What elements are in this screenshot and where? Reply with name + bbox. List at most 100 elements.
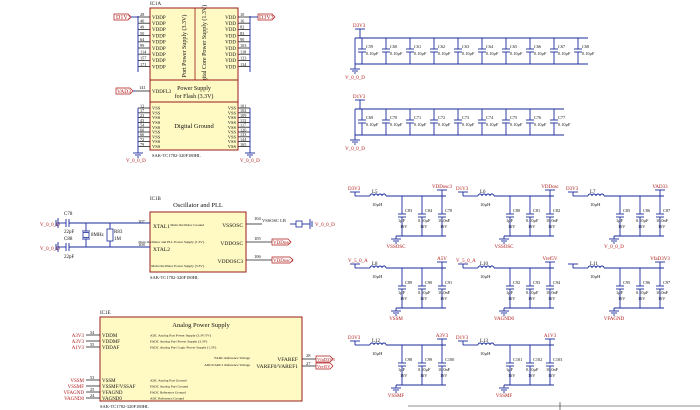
cap-ref: C92 xyxy=(513,280,520,285)
cap-rating: 16V xyxy=(508,373,516,378)
cap-value: 0.10µF xyxy=(510,51,523,56)
ic1a-flash-block: Power Supply for Flash (3.3V) 141 VDDFL3… xyxy=(115,79,239,103)
cap-value: 10.0nF xyxy=(546,218,559,223)
gnd-pin-number: 66 xyxy=(140,132,144,137)
svg-text:VDDosc: VDDosc xyxy=(273,241,291,246)
vss-pin-name: VSS xyxy=(152,139,161,144)
lc-filters: D3V3L510µHVDDosc3C831µF16VC840.10µF16VC7… xyxy=(348,185,671,399)
svg-text:108: 108 xyxy=(138,242,146,247)
analog-pin-desc: FADC Reference Ground xyxy=(150,391,186,395)
analog-net: VSSMF xyxy=(68,385,85,390)
vddp-pin-number: 40 xyxy=(140,18,144,23)
gnd-pin-number: 60 xyxy=(140,127,144,132)
filter-l5: D3V3L510µHVDDosc3C831µF16VC840.10µF16VC7… xyxy=(348,185,452,250)
cap-rating: 16V xyxy=(528,296,536,301)
vss-pin-name: VSS xyxy=(152,144,161,149)
svg-text:28: 28 xyxy=(306,353,311,358)
inductor-ref: L7 xyxy=(590,190,596,195)
filter-input-net: D3V3 xyxy=(566,187,579,192)
cap-value: 0.10µF xyxy=(438,51,451,56)
ic1e-ref: IC1E xyxy=(100,311,111,316)
filter-l11: L1110µHVfaD3V3C951µF16VC960.10µF16VC9710… xyxy=(568,257,671,322)
vdd-pin-name: VDD xyxy=(225,41,236,46)
xtal2-label: XTAL2 xyxy=(153,247,170,253)
cap-ref: C82 xyxy=(553,208,560,213)
analog-pin-number: 24 xyxy=(90,393,95,398)
cap-ref: C61 xyxy=(414,44,421,49)
vddp-pin-name: VDDP xyxy=(152,41,166,46)
cap-ref: C77 xyxy=(558,115,566,120)
vddp-pin-name: VDDP xyxy=(152,65,166,70)
analog-pin-desc: FADC Analog Part Ground xyxy=(150,385,188,389)
filter-input-net: D1V3 xyxy=(456,187,469,192)
cap-ref: C100 xyxy=(445,357,454,362)
cap-value: 0.10µF xyxy=(486,122,499,127)
cap-ref: C69 xyxy=(366,115,373,120)
filter-output-net: VDDosc xyxy=(541,185,559,190)
cap-rating: 16V xyxy=(440,373,448,378)
cap-value: 0.10µF xyxy=(390,51,403,56)
vddp-pin-name: VDDP xyxy=(152,34,166,39)
analog-pin-name: VDDAF xyxy=(102,346,119,351)
svg-text:V_0_0_D: V_0_0_D xyxy=(126,159,146,164)
cap-value: 10.0nF xyxy=(546,367,559,372)
svg-text:FADC Reference Voltage: FADC Reference Voltage xyxy=(214,356,250,360)
filter-gnd-net: V_0_0_D xyxy=(604,245,624,250)
vss-pin-name: VSS xyxy=(152,115,161,120)
cap-rating: 16V xyxy=(420,224,428,229)
vss-pin-name: VSS xyxy=(228,110,237,115)
analog-pin-name: VSSMF/VSSAF xyxy=(102,385,136,390)
vddp-pin-number: 28 xyxy=(140,12,144,17)
svg-text:22pF: 22pF xyxy=(64,255,75,260)
net-d1v3-left: D1V3 xyxy=(116,15,131,21)
cap-ref: C76 xyxy=(534,115,542,120)
vddosc-label: VDDOSC xyxy=(220,241,243,247)
cap-rating: 16V xyxy=(528,373,536,378)
analog-pin-desc: FADC Analog Part Power Supply (3.3V) xyxy=(150,340,208,344)
gnd-pin-number: 113 xyxy=(240,118,246,123)
vss-pin-name: VSS xyxy=(228,134,237,139)
cap-rating: 16V xyxy=(440,224,448,229)
cap-ref: C64 xyxy=(486,44,494,49)
vdd-pin-name: VDD xyxy=(225,47,236,52)
flash-label-2: for Flash (3.3V) xyxy=(175,93,214,100)
svg-text:Vref5V: Vref5V xyxy=(317,364,331,369)
analog-pin-desc: ADC Analog Part Power Supply (3.3V/5V) xyxy=(150,334,212,338)
vss-pin-name: VSS xyxy=(152,120,161,125)
analog-pin-number: 53 xyxy=(90,375,94,380)
cap-value: 0.10µF xyxy=(418,290,431,295)
ic1a-body-ground xyxy=(149,101,239,151)
svg-text:104: 104 xyxy=(254,216,262,221)
cap-ref: C70 xyxy=(445,208,452,213)
filter-gnd-net: VFAGND xyxy=(604,317,625,322)
vddp-pin-number: 49 xyxy=(140,25,144,30)
cap-value: 0.10µF xyxy=(390,122,403,127)
cap-ref: C84 xyxy=(425,208,433,213)
vdd-pin-number: 83 xyxy=(240,31,244,36)
vss-pin-name: VSS xyxy=(228,144,237,149)
vss-pin-name: VSS xyxy=(228,130,237,135)
net-vadd3: VAD3 xyxy=(117,89,131,95)
cap-ref: C89 xyxy=(405,280,412,285)
cap-ref: C63 xyxy=(462,44,469,49)
filter-gnd-net: VSSOSC xyxy=(495,245,515,250)
cap-rating: 16V xyxy=(508,296,516,301)
cap-value: 0.10µF xyxy=(366,51,379,56)
cap-ref: C59 xyxy=(366,44,373,49)
svg-text:105: 105 xyxy=(254,236,262,241)
svg-text:V_0_0_D: V_0_0_D xyxy=(240,159,260,164)
cap-ref: C93 xyxy=(533,280,540,285)
svg-text:VfaD3V3: VfaD3V3 xyxy=(317,357,335,362)
filter-input-net: V_5_0_A xyxy=(456,259,476,264)
gnd-net-label: V_0_0_D xyxy=(345,76,365,81)
cap-value: 0.10µF xyxy=(414,51,427,56)
inductor-ref: L13 xyxy=(480,339,489,344)
inductor-value: 10µH xyxy=(480,202,491,207)
inductor-value: 10µH xyxy=(590,202,601,207)
filter-output-net: Vref5V xyxy=(543,257,558,262)
inductor-ref: L10 xyxy=(480,262,489,267)
cap-value: 1µF xyxy=(616,290,624,295)
cap-value: 10.0nF xyxy=(656,290,669,295)
vdd-pin-number: 103 xyxy=(240,43,246,48)
cap-ref: C95 xyxy=(623,280,630,285)
